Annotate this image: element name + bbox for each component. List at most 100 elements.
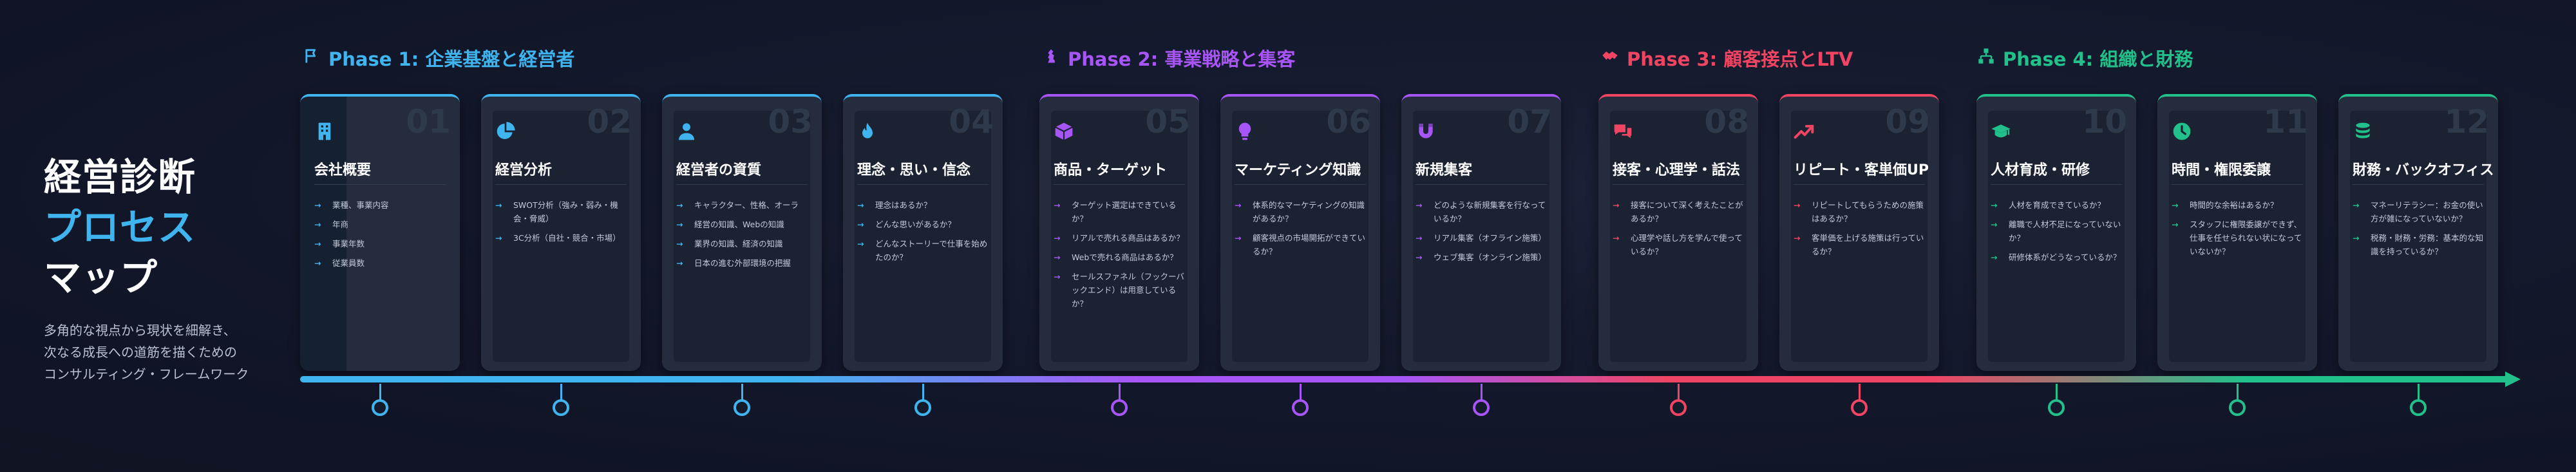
card-title: 商品・ターゲット: [1054, 162, 1168, 178]
card-divider: [857, 184, 989, 185]
list-item-text: 心理学や話し方を学んで使っているか？: [1631, 233, 1743, 256]
arrow-right-icon: →: [314, 220, 321, 229]
list-item: →キャラクター、性格、オーラ: [676, 198, 810, 212]
timeline-stem: [922, 384, 924, 402]
flame-icon: [857, 121, 878, 142]
list-item: →心理学や話し方を学んで使っているか？: [1613, 231, 1747, 258]
timeline-stem: [741, 384, 743, 402]
list-item-text: どんなストーリーで仕事を始めたのか？: [875, 239, 988, 262]
card-number: 03: [768, 103, 813, 140]
list-item-text: どんな思いがあるか？: [875, 220, 956, 229]
list-item-text: キャラクター、性格、オーラ: [694, 200, 799, 210]
card-item-list: →どのような新規集客を行なっているか？→リアル集客（オフライン施策）→ウェブ集客…: [1416, 198, 1549, 270]
page-title-line-1: 経営診断: [44, 155, 196, 199]
card-title: 人材育成・研修: [1991, 162, 2090, 178]
phase-1-label: Phase 1: 企業基盤と経営者: [328, 48, 575, 70]
building-icon: [314, 121, 335, 142]
card-divider: [495, 184, 627, 185]
card-title: マーケティング知識: [1235, 162, 1361, 178]
card-inner-panel: [2169, 111, 2306, 362]
card-number: 09: [1885, 103, 1930, 140]
card-divider: [1416, 184, 1547, 185]
card-item-list: →接客について深く考えたことがあるか？→心理学や話し方を学んで使っているか？: [1613, 198, 1747, 264]
list-item-text: 離職で人材不足になっていないか？: [2009, 220, 2121, 243]
arrow-right-icon: →: [857, 200, 864, 210]
card-divider: [1991, 184, 2122, 185]
trend-up-icon: [1794, 121, 1814, 142]
card-number: 08: [1704, 103, 1749, 140]
timeline-node-08: [1670, 399, 1687, 416]
arrow-right-icon: →: [1991, 200, 1998, 210]
list-item-text: Webで売れる商品はあるか？: [1072, 252, 1178, 262]
phase-1-header: Phase 1: 企業基盤と経営者: [303, 45, 574, 71]
arrow-right-icon: →: [676, 258, 683, 268]
card-number: 05: [1145, 103, 1190, 140]
timeline-node-01: [372, 399, 388, 416]
arrow-right-icon: →: [1054, 272, 1061, 281]
timeline-node-07: [1473, 399, 1490, 416]
phase-4-label: Phase 4: 組織と財務: [2003, 48, 2193, 70]
list-item-text: 業界の知識、経済の知識: [694, 239, 783, 249]
timeline-stem: [1858, 384, 1861, 402]
list-item-text: ターゲット選定はできているか？: [1072, 200, 1177, 223]
list-item-text: どのような新規集客を行なっているか？: [1434, 200, 1546, 223]
arrow-right-icon: →: [1054, 252, 1061, 262]
timeline-arrowhead: [2505, 372, 2521, 387]
arrow-right-icon: →: [2353, 200, 2360, 210]
arrow-right-icon: →: [314, 200, 321, 210]
arrow-right-icon: →: [857, 239, 864, 249]
list-item: → 経営の知識、Webの知識: [676, 218, 810, 231]
arrow-right-icon: →: [1794, 233, 1801, 243]
list-item: →どんな思いがあるか？: [857, 218, 991, 231]
list-item: → 客単価を上げる施策は行っているか？: [1794, 231, 1927, 258]
card-item-list: →キャラクター、性格、オーラ → 経営の知識、Webの知識 → 業界の知識、経済の知識 →…: [676, 198, 810, 276]
phase-4-header: Phase 4: 組織と財務: [1977, 45, 2193, 71]
arrow-right-icon: →: [1235, 200, 1242, 210]
arrow-right-icon: →: [1235, 233, 1242, 243]
card-item-list: →SWOT分析（強み・弱み・機会・脅威）→3C分析（自社・競合・市場）: [495, 198, 629, 250]
card-item-list: →リピートしてもらうための施策はあるか？→客単価を上げる施策は行っているか？: [1794, 198, 1927, 264]
list-item-text: 客単価を上げる施策は行っているか？: [1812, 233, 1924, 256]
list-item: →セールスファネル（フックーバックエンド）は用意しているか？: [1054, 270, 1188, 310]
phase-2-label: Phase 2: 事業戦略と集客: [1068, 48, 1296, 70]
card-inner-panel: [1051, 111, 1188, 362]
timeline-stem: [1299, 384, 1302, 402]
card-inner-panel: [2350, 111, 2486, 362]
page-subtitle: 多角的な視点から現状を細解き、 次なる成長への道筋を描くための コンサルティング…: [44, 319, 289, 385]
list-item-text: SWOT分析（強み・弱み・機会・脅威）: [513, 200, 618, 223]
handshake-icon: [1601, 47, 1619, 70]
list-item-text: 顧客視点の市場開拓ができているか？: [1253, 233, 1366, 256]
timeline-node-06: [1292, 399, 1309, 416]
timeline-node-11: [2229, 399, 2246, 416]
list-item-text: 人材を育成できているか？: [2009, 200, 2106, 210]
card-title: 財務・バックオフィス: [2353, 162, 2494, 178]
timeline-node-12: [2410, 399, 2427, 416]
timeline-node-05: [1111, 399, 1128, 416]
arrow-right-icon: →: [2353, 233, 2360, 243]
arrow-right-icon: →: [2172, 200, 2179, 210]
flag-icon: [303, 47, 321, 70]
card-item-list: →理念はあるか？→どんな思いがあるか？→どんなストーリーで仕事を始めたのか？: [857, 198, 991, 270]
list-item-text: 3C分析（自社・競合・市場）: [513, 233, 621, 243]
list-item-text: 経営の知識、Webの知識: [694, 220, 784, 229]
card-divider: [1235, 184, 1366, 185]
arrow-right-icon: →: [1416, 252, 1423, 262]
list-item: →どのような新規集客を行なっているか？: [1416, 198, 1549, 225]
list-item-text: 研修体系がどうなっているか？: [2009, 252, 2121, 262]
list-item-text: 年商: [332, 220, 349, 229]
card-number: 11: [2263, 103, 2308, 140]
card-divider: [1613, 184, 1744, 185]
arrow-right-icon: →: [1991, 252, 1998, 262]
list-item-text: マネーリテラシー：お金の使い方が雑になっていないか？: [2371, 200, 2483, 223]
timeline-node-10: [2048, 399, 2065, 416]
arrow-right-icon: →: [676, 220, 683, 229]
timeline-stem: [560, 384, 562, 402]
